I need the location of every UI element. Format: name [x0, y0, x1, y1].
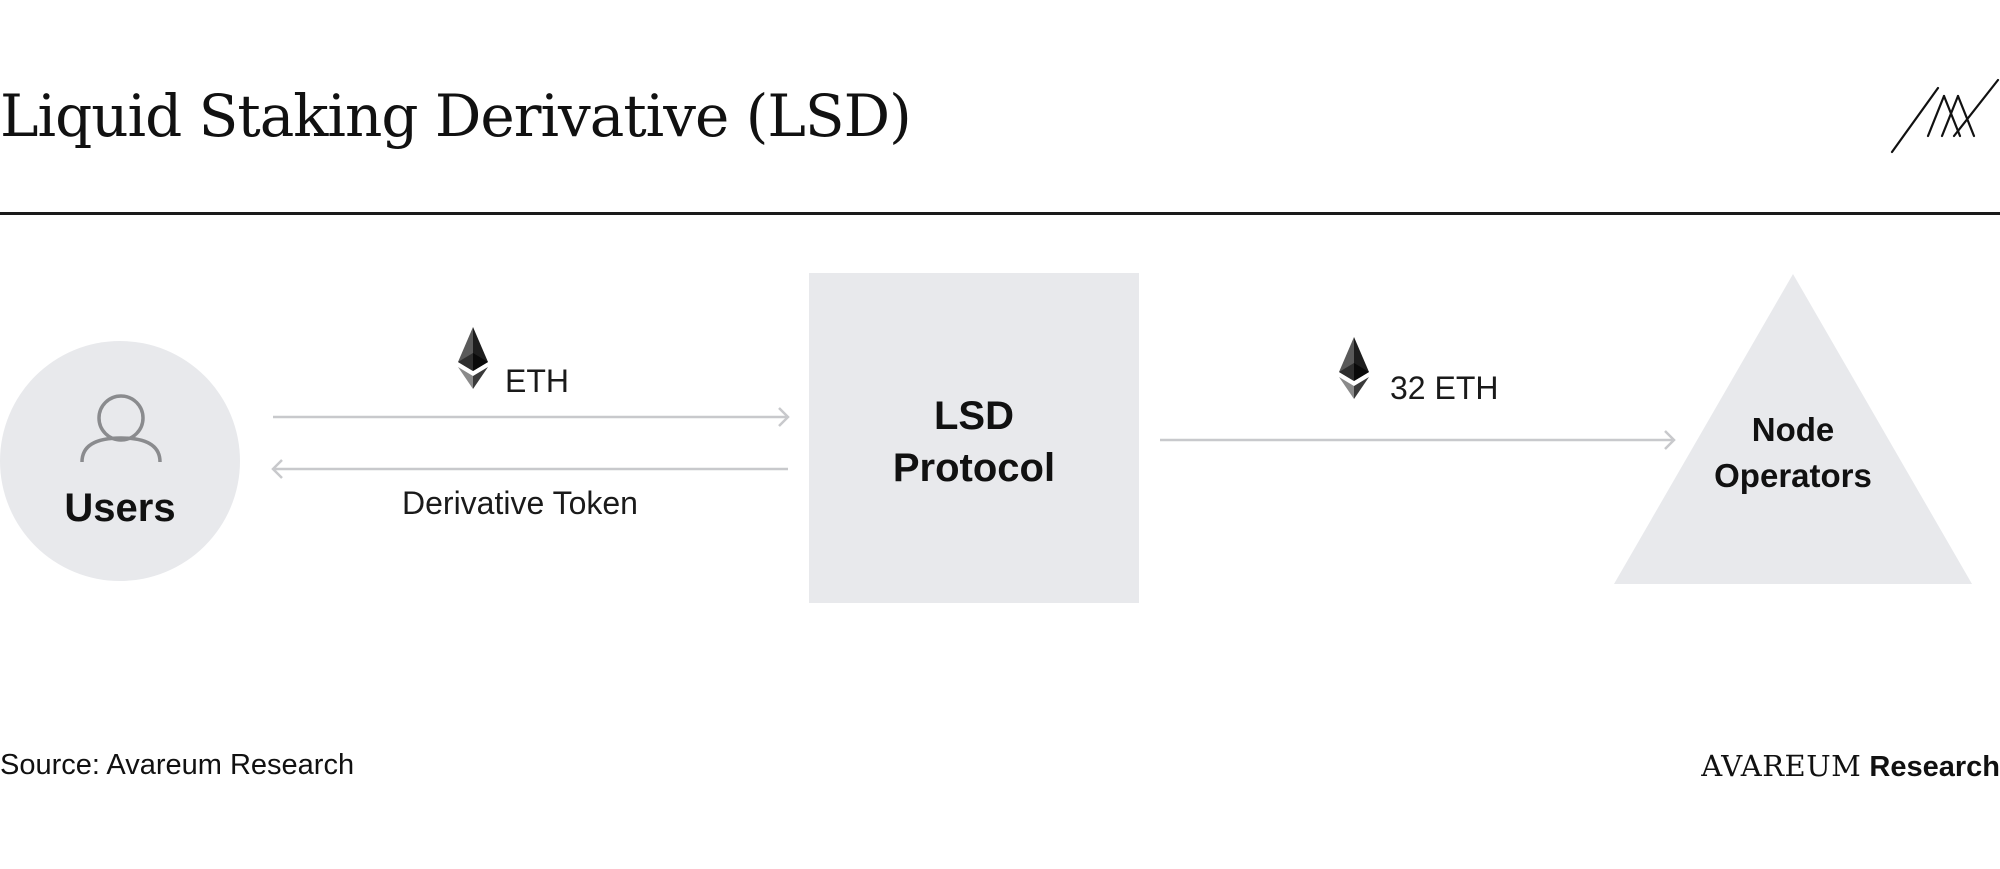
lsd-protocol-node-square	[809, 273, 1139, 603]
user-icon	[80, 394, 162, 463]
diagram-shapes	[0, 273, 1972, 603]
lsd-protocol-node-label: LSD Protocol	[809, 390, 1139, 494]
ethereum-icon	[458, 327, 488, 389]
brand-signature: AVAREUM Research	[1701, 749, 2000, 784]
source-caption: Source: Avareum Research	[0, 749, 355, 781]
arrow-users-to-protocol	[273, 407, 790, 427]
edge-label-32-eth: 32 ETH	[1390, 370, 1499, 406]
brand-wordmark: AVAREUM	[1701, 749, 1862, 783]
header-divider	[0, 212, 2000, 215]
ethereum-icon	[1339, 337, 1369, 399]
lsd-flow-diagram: Users LSD Protocol Node Operators ETH De…	[0, 230, 2000, 630]
page-title: Liquid Staking Derivative (LSD)	[0, 82, 912, 150]
arrow-protocol-to-users	[271, 459, 788, 479]
users-node-circle	[0, 341, 240, 581]
users-node-label: Users	[64, 486, 176, 530]
arrow-protocol-to-operators	[1160, 430, 1676, 450]
node-operators-label-line2: Operators	[1714, 457, 1872, 494]
lsd-protocol-label-line1: LSD	[934, 394, 1014, 438]
edge-label-eth: ETH	[505, 363, 569, 399]
node-operators-node-label: Node Operators	[1643, 407, 1943, 499]
brand-research: Research	[1869, 751, 2000, 783]
node-operators-label-line1: Node	[1751, 411, 1835, 448]
edge-label-derivative-token: Derivative Token	[402, 485, 638, 521]
node-operators-node-triangle	[1614, 274, 1972, 584]
lsd-protocol-label-line2: Protocol	[892, 446, 1056, 490]
avareum-logo-icon	[1890, 78, 2000, 154]
